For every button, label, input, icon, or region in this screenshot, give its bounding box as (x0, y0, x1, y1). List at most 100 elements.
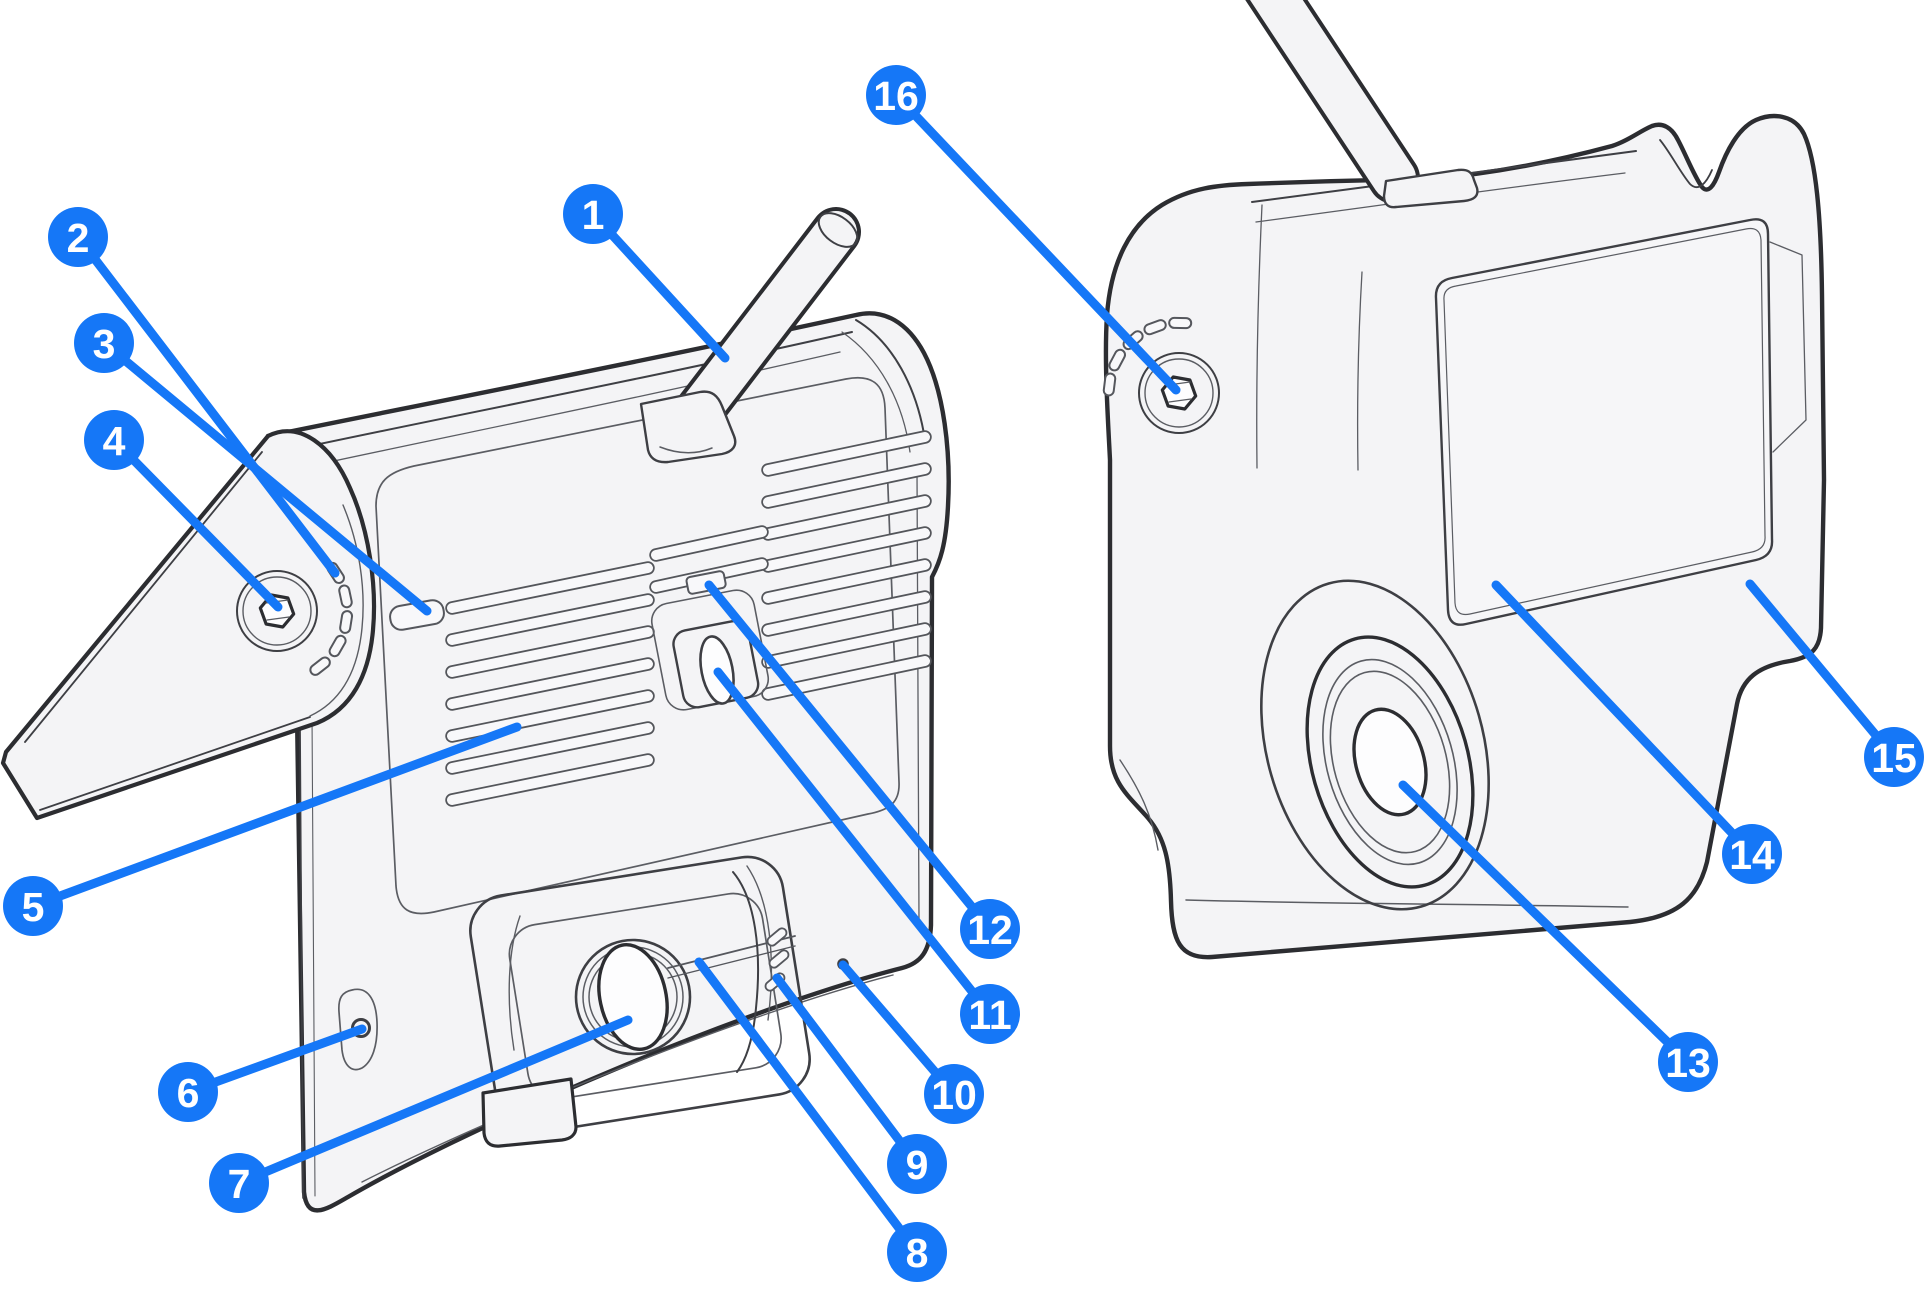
vent-slat (763, 464, 930, 507)
vent-slat (763, 592, 930, 635)
lens-cradle-band-2 (667, 945, 796, 979)
vent-slat (447, 627, 653, 677)
vent-slat (447, 723, 653, 773)
front-unit-cable (639, 207, 861, 464)
callout-5-number: 5 (22, 884, 45, 930)
callout-7-marker (209, 1153, 269, 1213)
callout-2-number: 2 (67, 215, 90, 261)
rear-unit (1102, 113, 1827, 960)
callout-3-leader-to-side-slot (99, 338, 432, 616)
callout-15-number: 15 (1871, 735, 1917, 781)
cabin-lens-ring-3 (1329, 670, 1451, 854)
callout-6-marker (158, 1062, 218, 1122)
bracket-top-inner-line (24, 451, 263, 743)
cabin-lens-ring-1 (1305, 635, 1475, 889)
vent-slat (763, 496, 930, 539)
callout-5-marker (3, 876, 63, 936)
lens-barrel-curve-2 (746, 865, 773, 1021)
callout-14-marker (1722, 824, 1782, 884)
callout-16-number: 16 (873, 73, 919, 119)
callout-6-number: 6 (177, 1070, 200, 1116)
callout-13-marker (1658, 1032, 1718, 1092)
callout-13-number: 13 (1665, 1040, 1711, 1086)
left-edge-seam-1 (299, 717, 304, 1199)
callout-3-number: 3 (93, 321, 116, 367)
callout-8-number: 8 (906, 1230, 929, 1276)
cable-grommet (639, 390, 737, 464)
callout-7-number: 7 (228, 1161, 251, 1207)
hook-inner-line (1659, 139, 1713, 189)
label-panel-inner (1443, 227, 1766, 616)
callout-4-leader-to-bracket-screw (109, 435, 283, 612)
rear-screw-boss-inner (1144, 358, 1214, 428)
cabin-lens-ring-2 (1322, 658, 1458, 866)
vent-slat (651, 527, 767, 560)
vent-slat (447, 659, 653, 709)
callout-13-leader-to-cabin-facing-lens (1398, 780, 1693, 1067)
rear-crease-2 (1356, 271, 1363, 471)
callout-15-marker (1864, 727, 1924, 787)
vent-panel-outline (375, 377, 900, 915)
callout-10-marker (924, 1064, 984, 1124)
callout-11-leader-to-center-sensor-window (713, 667, 995, 1019)
callout-9-number: 9 (906, 1142, 929, 1188)
security-screw-boss (338, 988, 378, 1071)
lens-barrel-curve-1 (732, 871, 760, 1073)
callout-1-number: 1 (582, 192, 605, 238)
rear-screw-boss-outer (1138, 352, 1220, 434)
callout-12-leader-to-status-indicator-tab (704, 580, 995, 934)
vent-slat (447, 563, 653, 613)
vent-slat (447, 691, 653, 741)
lens-left-band (508, 915, 521, 1051)
callout-8-marker (887, 1222, 947, 1282)
bracket-screw-boss-inner (242, 576, 312, 646)
bracket-screw-boss-outer (236, 570, 318, 652)
callout-12-number: 12 (967, 907, 1013, 953)
callout-14-number: 14 (1729, 832, 1775, 878)
road-facing-lens-ring-1 (574, 938, 692, 1056)
vent-slat (763, 528, 930, 571)
callout-9-leader-to-lens-grip-slots (772, 973, 922, 1169)
callout-14-leader-to-device-label-panel (1491, 580, 1757, 859)
callout-7-leader-to-road-facing-lens (234, 1015, 633, 1188)
vent-slat (763, 624, 930, 667)
rear-left-step-seam (1119, 759, 1159, 851)
vent-slat (763, 560, 930, 603)
bottom-seam (361, 974, 894, 1183)
callout-12-marker (960, 899, 1020, 959)
callout-8-leader-to-lens-tilt-cradle (694, 957, 922, 1257)
vent-grilles (445, 430, 932, 807)
callout-1-leader-to-power-cable (588, 209, 730, 363)
callout-15-leader-to-rear-housing (1745, 579, 1899, 762)
cable-end-cap (817, 212, 859, 248)
rear-crease-1 (1256, 204, 1263, 469)
rear-bottom-seam (1185, 899, 1629, 908)
vent-slat (763, 432, 930, 475)
callout-4-marker (84, 410, 144, 470)
callout-16-marker (866, 65, 926, 125)
callout-2-leader-to-bracket-ratchet-slots (73, 232, 340, 578)
corner-seam-1 (855, 319, 926, 441)
callout-6-leader-to-security-screw-hole (183, 1024, 367, 1097)
grommet-fold (659, 446, 713, 454)
vent-slat (447, 755, 653, 805)
front-unit (265, 311, 951, 1213)
callout-16-leader-to-bracket-screw-rear (891, 90, 1181, 395)
mount-bracket-plate (0, 429, 377, 821)
bracket-curve-inner-line (309, 504, 364, 717)
rear-unit-cable (1245, 0, 1479, 209)
panel-right-bevel (1769, 241, 1807, 453)
rear-cable-fill (1250, 0, 1416, 200)
callout-3-marker (74, 313, 134, 373)
vent-slat (447, 595, 653, 645)
callout-4-number: 4 (103, 418, 126, 464)
left-edge-seam-2 (311, 713, 316, 1197)
callout-9-marker (887, 1134, 947, 1194)
callout-11-number: 11 (968, 992, 1011, 1038)
rear-cable-anchor-plate (1382, 168, 1479, 209)
callout-10-number: 10 (931, 1072, 977, 1118)
bracket-bottom-inner-line (39, 716, 311, 811)
